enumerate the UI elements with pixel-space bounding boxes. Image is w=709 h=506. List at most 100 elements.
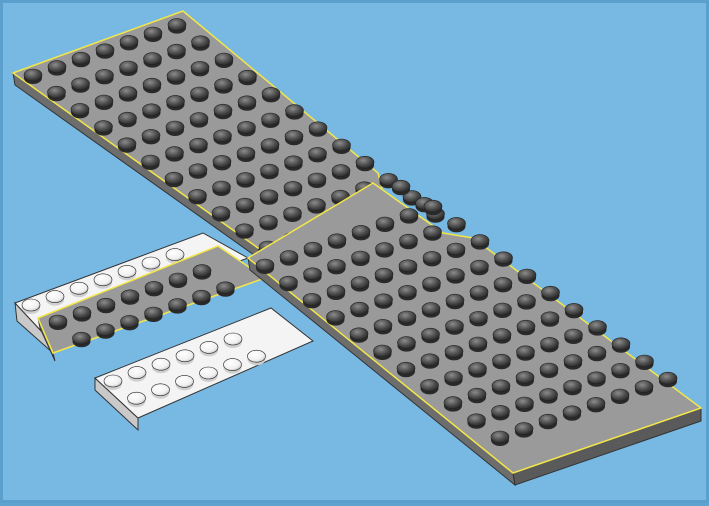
stud-white	[224, 333, 242, 345]
stud-gray	[237, 173, 255, 185]
stud-gray	[119, 87, 137, 99]
stud-gray	[564, 380, 582, 392]
stud-gray	[166, 121, 184, 133]
stud-gray	[517, 346, 535, 358]
stud-gray	[309, 122, 327, 134]
stud-gray	[516, 371, 534, 383]
stud-gray	[121, 290, 139, 302]
stud-gray	[327, 285, 345, 297]
stud-white	[128, 367, 146, 379]
large-gray-plate-bottom	[248, 183, 701, 485]
stud-gray	[236, 224, 254, 236]
stud-gray	[261, 139, 279, 151]
stud-gray	[190, 113, 208, 125]
stud-gray	[167, 70, 185, 82]
stud-gray	[448, 217, 466, 229]
stud-gray	[356, 156, 374, 168]
stud-gray	[167, 95, 185, 107]
stud-gray	[284, 181, 302, 193]
stud-gray	[492, 380, 510, 392]
stud-gray	[213, 181, 231, 193]
stud-white	[166, 249, 184, 261]
stud-white	[152, 358, 170, 370]
stud-gray	[280, 276, 298, 288]
stud-gray	[494, 303, 512, 315]
stud-gray	[328, 259, 346, 271]
stud-gray	[238, 121, 256, 133]
stud-gray	[494, 277, 512, 289]
stud-gray	[168, 19, 186, 31]
stud-gray	[491, 431, 509, 443]
stud-gray	[469, 363, 487, 375]
stud-gray	[168, 44, 186, 56]
stud-gray	[492, 405, 510, 417]
stud-gray	[445, 345, 463, 357]
stud-gray	[192, 36, 210, 48]
stud-gray	[304, 268, 322, 280]
stud-gray	[517, 320, 535, 332]
stud-gray	[612, 338, 630, 350]
stud-gray	[375, 294, 393, 306]
stud-gray	[541, 337, 559, 349]
stud-white	[176, 350, 194, 362]
stud-gray	[444, 397, 462, 409]
stud-gray	[350, 328, 368, 340]
stud-gray	[327, 311, 345, 323]
stud-white	[200, 341, 218, 353]
stud-gray	[421, 354, 439, 366]
stud-white	[128, 392, 146, 404]
stud-gray	[611, 389, 629, 401]
stud-gray	[119, 112, 137, 124]
stud-white	[142, 257, 160, 269]
stud-gray	[333, 139, 351, 151]
stud-gray	[469, 337, 487, 349]
stud-gray	[284, 207, 302, 219]
stud-gray	[71, 103, 89, 115]
stud-gray	[191, 87, 209, 99]
stud-gray	[493, 329, 511, 341]
stud-gray	[352, 251, 370, 263]
stud-gray	[189, 164, 207, 176]
stud-gray	[261, 164, 279, 176]
stud-gray	[374, 319, 392, 331]
stud-gray	[636, 355, 654, 367]
stud-gray	[422, 328, 440, 340]
stud-gray	[375, 268, 393, 280]
stud-gray	[169, 299, 187, 311]
stud-gray	[191, 61, 209, 73]
stud-gray	[446, 294, 464, 306]
stud-gray	[73, 332, 91, 344]
stud-gray	[143, 104, 161, 116]
stud-gray	[237, 147, 255, 159]
stud-gray	[422, 303, 440, 315]
stud-gray	[563, 406, 581, 418]
stud-gray	[539, 414, 557, 426]
stud-white	[152, 384, 170, 396]
stud-gray	[635, 381, 653, 393]
stud-gray	[121, 315, 139, 327]
stud-gray	[445, 371, 463, 383]
stud-gray	[400, 234, 418, 246]
stud-gray	[423, 277, 441, 289]
stud-gray	[214, 130, 232, 142]
stud-gray	[118, 138, 136, 150]
stud-gray	[96, 69, 114, 81]
stud-gray	[376, 217, 394, 229]
stud-gray	[446, 320, 464, 332]
stud-gray	[565, 329, 583, 341]
stud-gray	[587, 397, 605, 409]
stud-gray	[73, 307, 91, 319]
stud-gray	[217, 282, 235, 294]
stud-gray	[399, 285, 417, 297]
stud-gray	[260, 215, 278, 227]
stud-gray	[120, 61, 138, 73]
stud-gray	[424, 226, 442, 238]
stud-gray	[97, 324, 115, 336]
stud-gray	[588, 372, 606, 384]
stud-gray	[72, 78, 90, 90]
stud-gray	[308, 199, 326, 211]
stud-gray	[190, 138, 208, 150]
stud-gray	[142, 155, 160, 167]
stud-gray	[468, 388, 486, 400]
stud-white	[70, 282, 88, 294]
